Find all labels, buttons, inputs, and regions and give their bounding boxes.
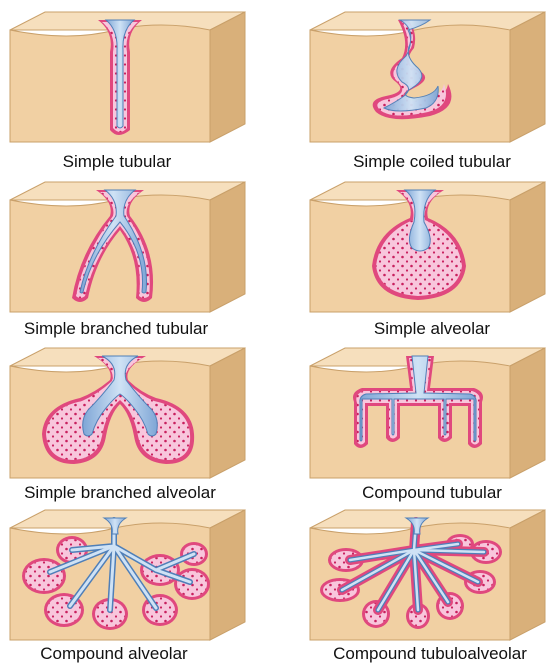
tissue-block xyxy=(310,12,545,142)
panel-simple-tubular xyxy=(10,12,245,142)
label-simple-branched-alveolar: Simple branched alveolar xyxy=(24,483,216,502)
label-simple-alveolar: Simple alveolar xyxy=(374,319,491,338)
panel-simple-coiled-tubular xyxy=(310,12,545,142)
panel-simple-branched-alveolar xyxy=(10,348,245,478)
panel-compound-tubuloalveolar xyxy=(310,510,545,640)
panel-compound-tubular xyxy=(310,348,545,478)
label-simple-branched-tubular: Simple branched tubular xyxy=(24,319,209,338)
label-compound-tubular: Compound tubular xyxy=(362,483,502,502)
label-simple-tubular: Simple tubular xyxy=(63,152,172,171)
panel-simple-branched-tubular xyxy=(10,182,245,312)
label-compound-tubuloalveolar: Compound tubuloalveolar xyxy=(333,644,527,663)
panel-compound-alveolar xyxy=(10,510,245,640)
label-simple-coiled-tubular: Simple coiled tubular xyxy=(353,152,511,171)
label-compound-alveolar: Compound alveolar xyxy=(40,644,188,663)
panel-simple-alveolar xyxy=(310,182,545,312)
